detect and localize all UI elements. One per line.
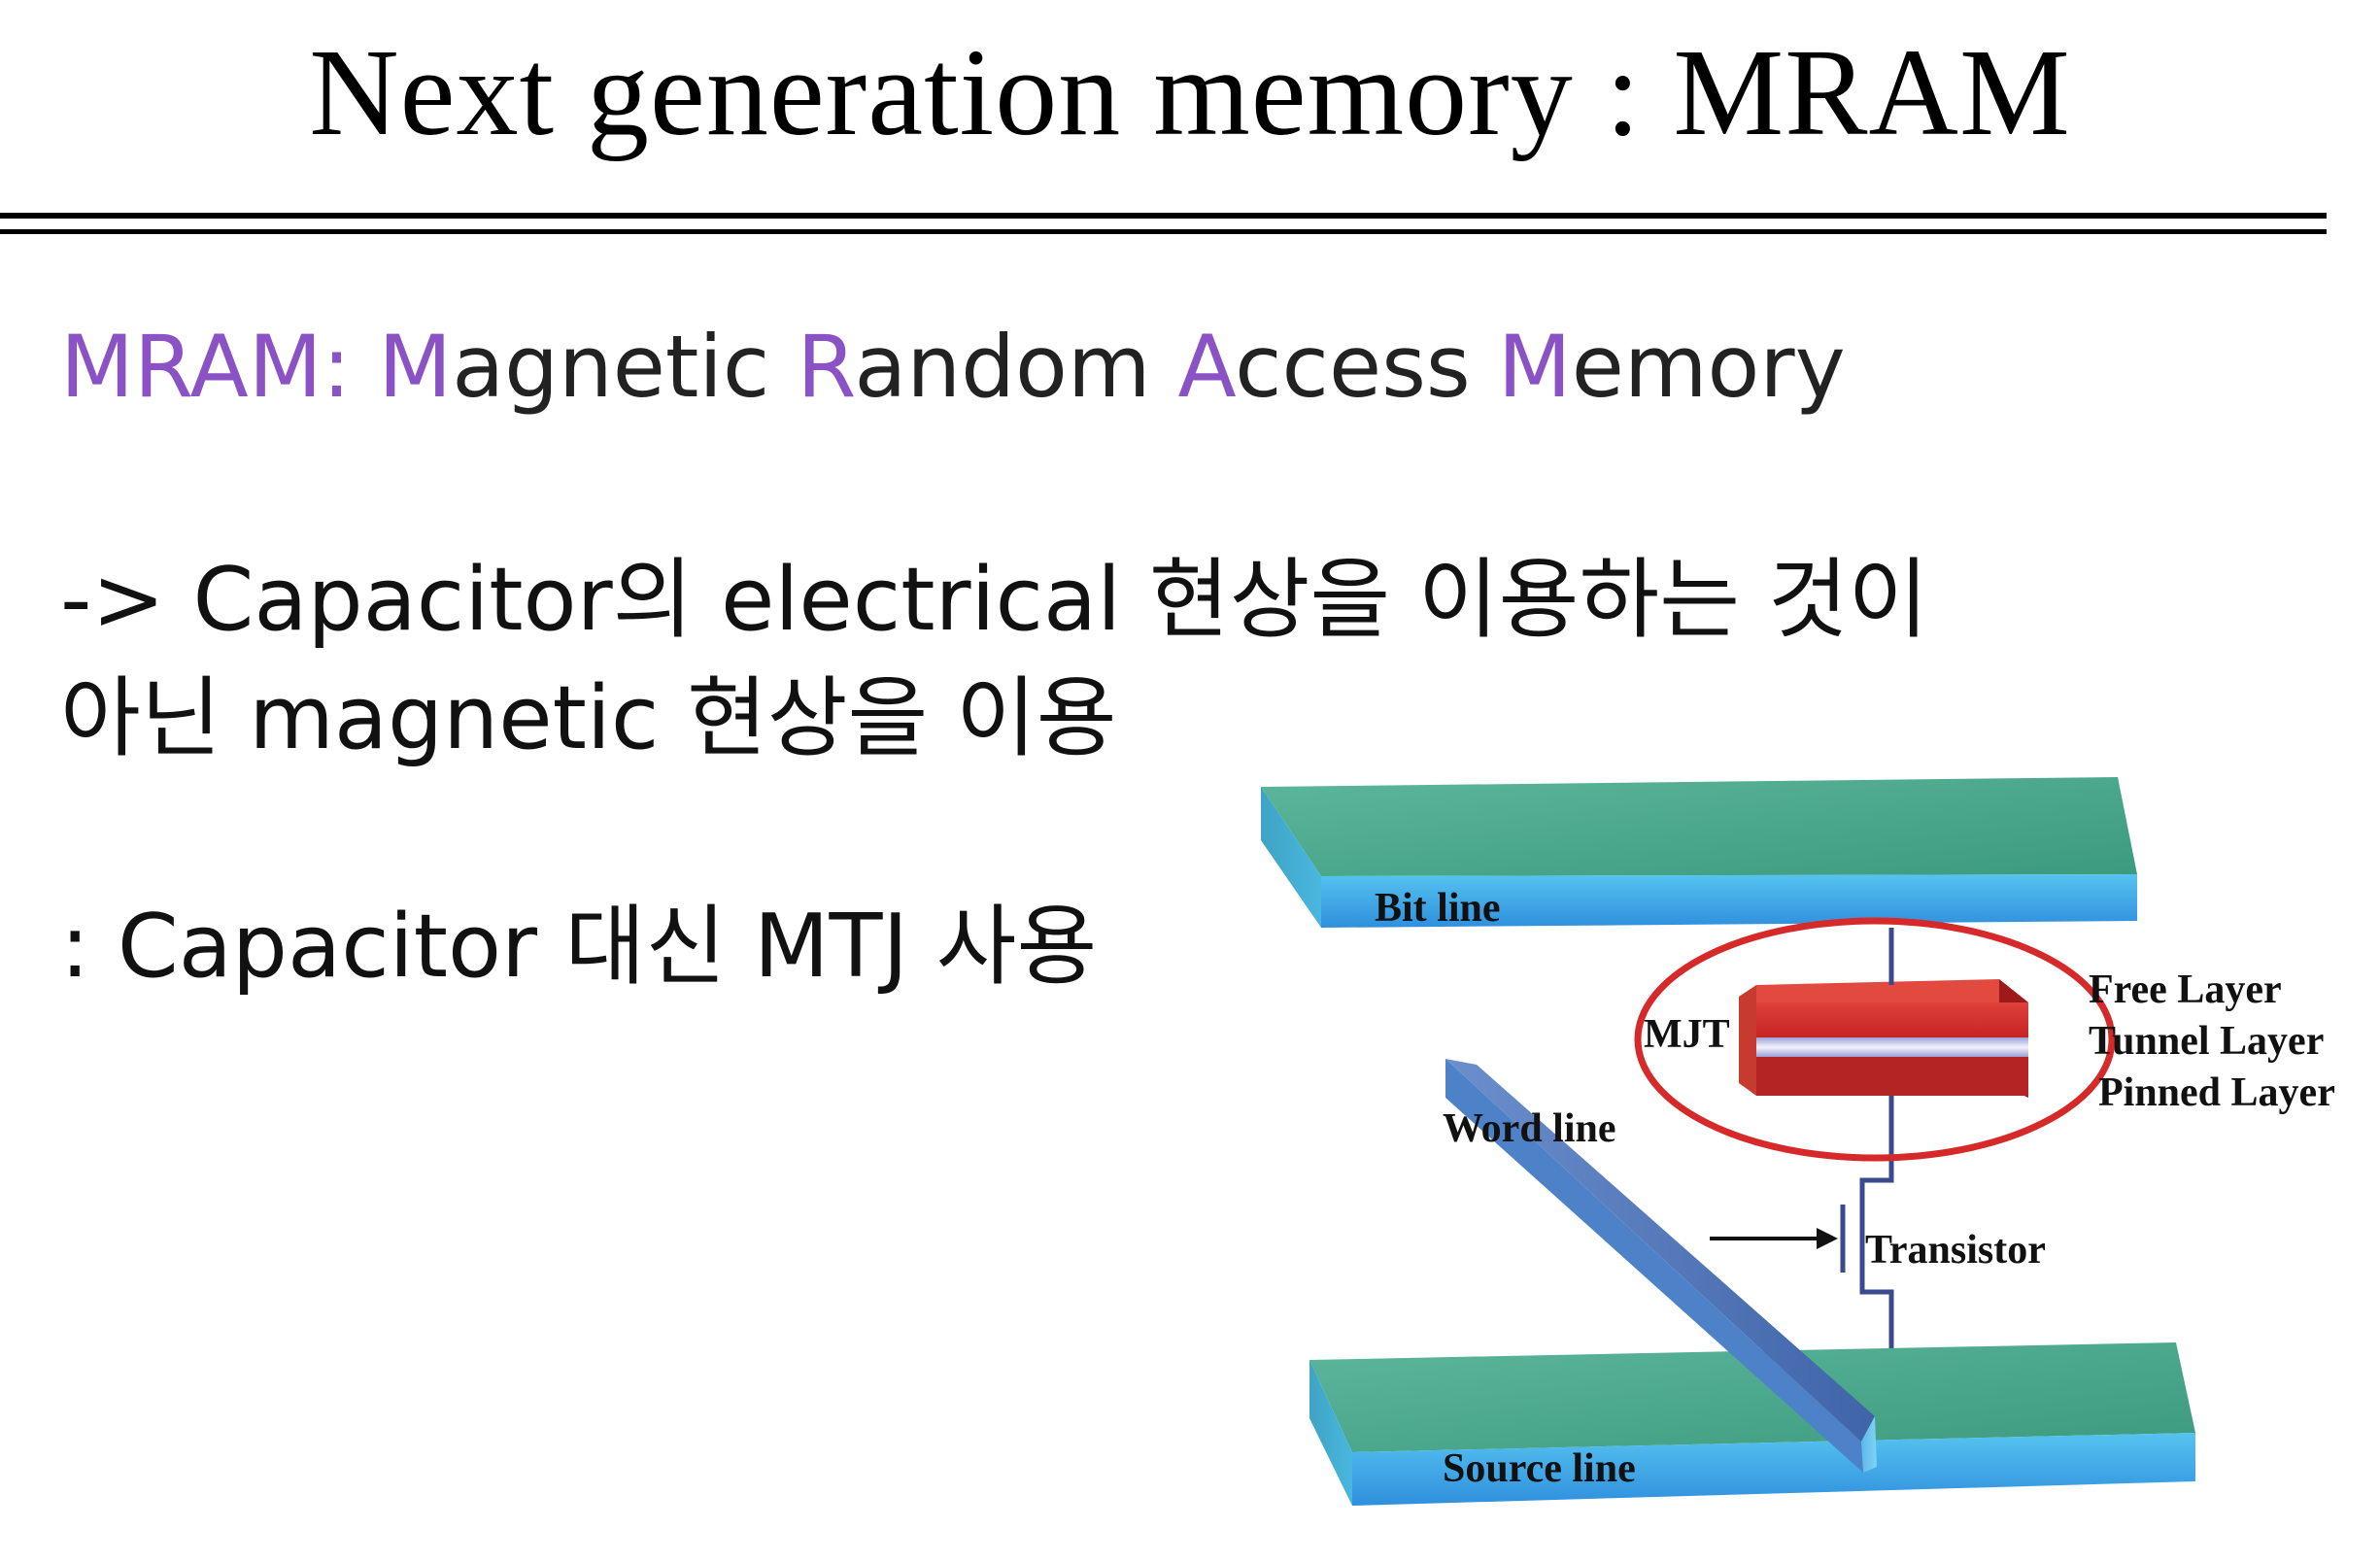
word-line-bar (1445, 1059, 1877, 1473)
title-divider-bottom (0, 229, 2327, 234)
bit-line-rail (1261, 777, 2137, 928)
bullet-2: : Capacitor 대신 MTJ 사용 (60, 896, 1098, 998)
acronym-part: emory (1571, 317, 1846, 417)
title-divider-top (0, 213, 2327, 219)
acronym-line: MRAM: Magnetic Random Access Memory (60, 309, 1846, 425)
bullet-1-line-2: 아닌 magnetic 현상을 이용 (60, 667, 1117, 769)
acronym-part: M (1497, 317, 1572, 417)
slide-title: Next generation memory : MRAM (309, 23, 2071, 161)
transistor-label: Transistor (1865, 1228, 2046, 1273)
mjt-label: MJT (1644, 1012, 1730, 1057)
gate-arrow-head (1817, 1228, 1838, 1249)
transistor-wire (1859, 1096, 1894, 1389)
acronym-part: agnetic (452, 317, 798, 417)
pinned-layer-label: Pinned Layer (2098, 1070, 2335, 1115)
acronym-part: R (797, 317, 855, 417)
free-layer-label: Free Layer (2089, 968, 2282, 1012)
tunnel-layer-label: Tunnel Layer (2089, 1019, 2324, 1064)
word-line-label: Word line (1443, 1106, 1616, 1151)
bit-line-label: Bit line (1375, 886, 1501, 931)
source-line-label: Source line (1443, 1446, 1636, 1491)
acronym-part: ccess (1235, 317, 1498, 417)
mtj-stack (1739, 979, 2028, 1098)
acronym-part: A (1177, 317, 1236, 417)
source-line-rail (1309, 1342, 2195, 1506)
acronym-part: andom (854, 317, 1178, 417)
mram-cell-diagram: Bit line MJT Free Layer Tunnel Layer Pin… (1261, 777, 2335, 1506)
acronym-part: MRAM: M (60, 317, 453, 417)
bullet-1-line-1: -> Capacitor의 electrical 현상을 이용하는 것이 (60, 549, 1929, 651)
mtj-highlight-circle (1634, 917, 2116, 1162)
